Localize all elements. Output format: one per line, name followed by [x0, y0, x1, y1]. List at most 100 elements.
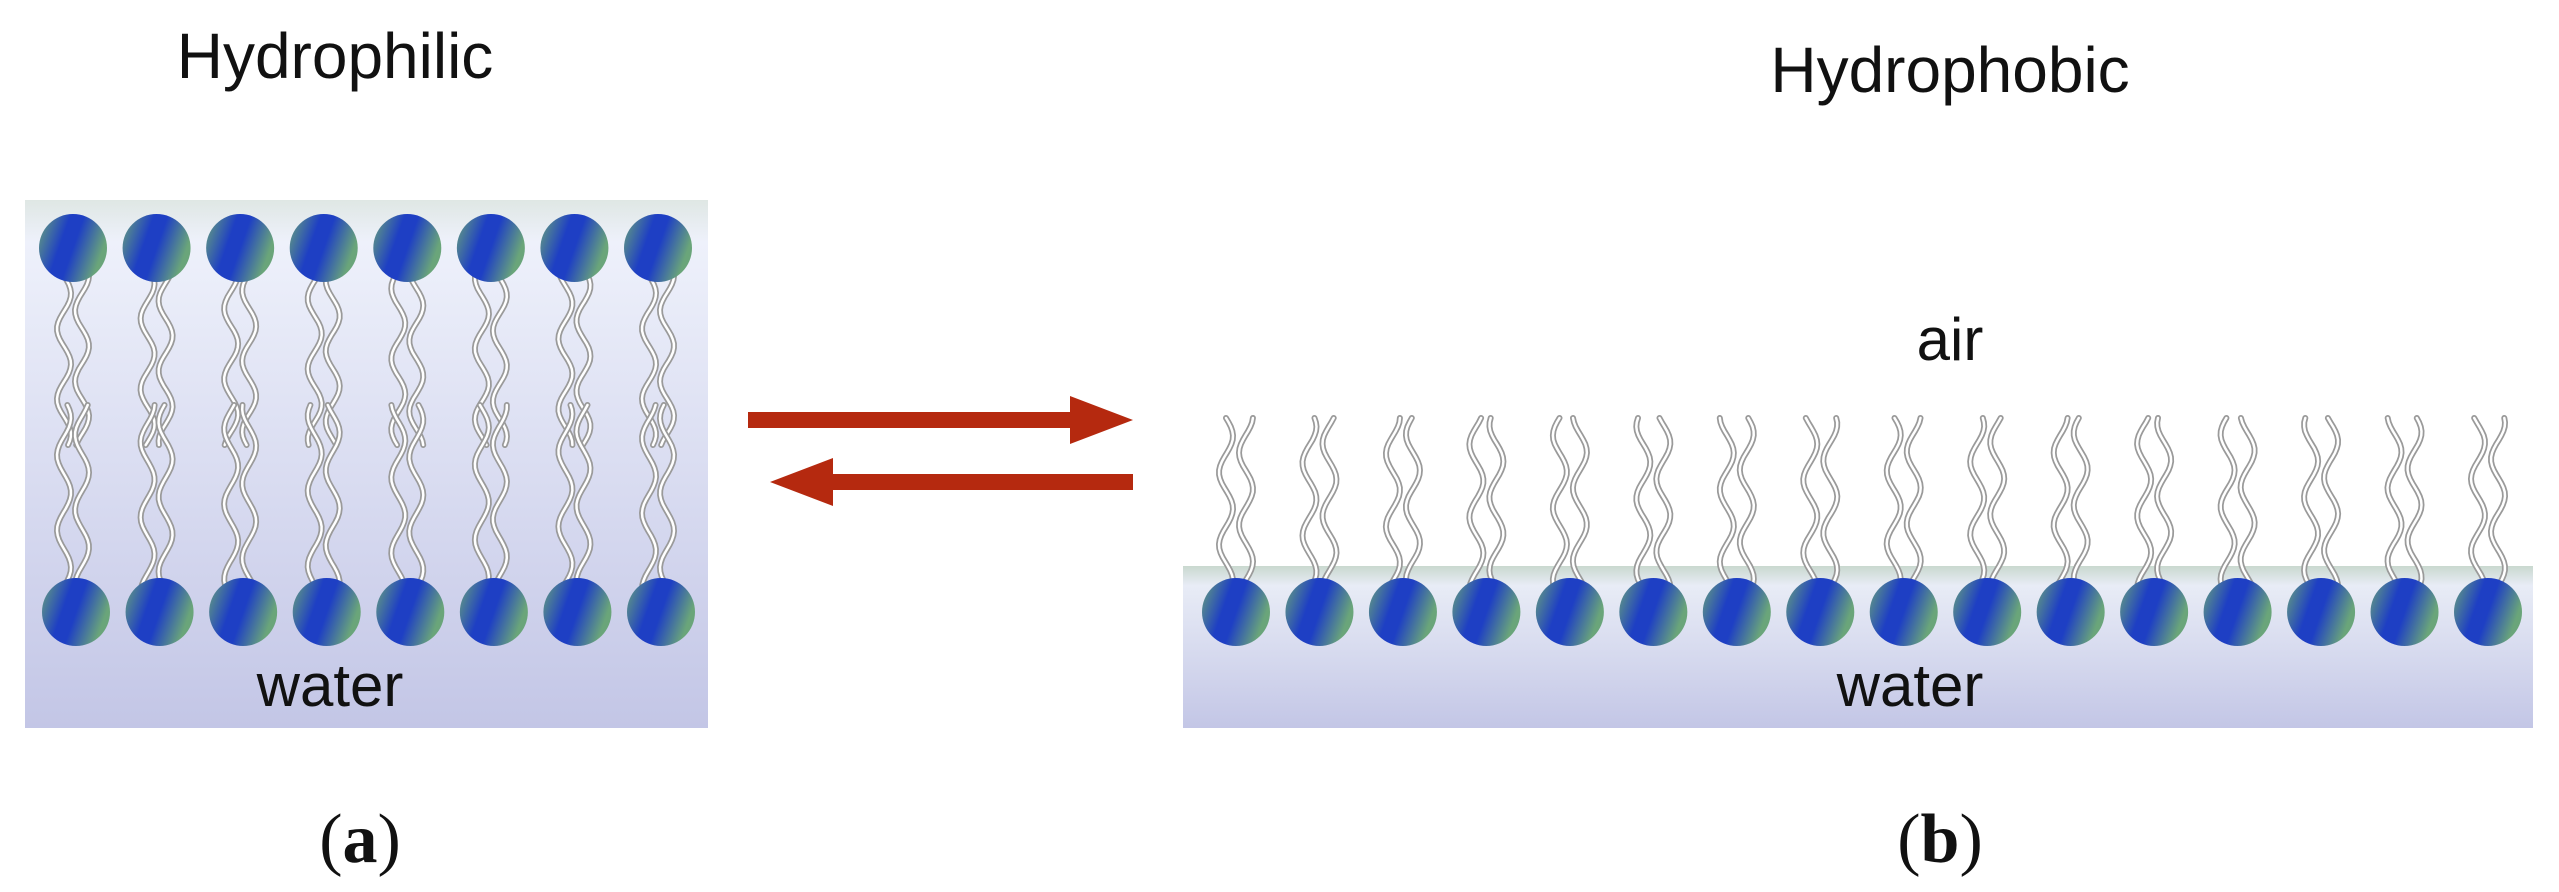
panel-a-upper-tail-highlight — [408, 274, 425, 447]
panel-a-lower-head — [627, 578, 695, 646]
panel-b-head — [2036, 578, 2105, 646]
panel-a-lower-tail-highlight — [222, 403, 240, 587]
panel-b-tail-highlight — [1551, 416, 1569, 594]
panel-b-head — [1619, 578, 1688, 646]
panel-b-tail-highlight — [1404, 416, 1422, 594]
panel-a-upper-tail-highlight — [491, 274, 509, 447]
panel-a-lower-head — [125, 578, 194, 646]
panel-b-head — [1452, 578, 1521, 646]
panel-a-lower-tail-highlight — [139, 403, 156, 587]
panel-b-tail-highlight — [1822, 416, 1839, 594]
panel-a-lower-head — [42, 578, 110, 646]
panel-a-lower-tail-highlight — [575, 403, 592, 587]
panel-a-title: Hydrophilic — [177, 20, 494, 92]
panel-a-lower-head — [292, 578, 361, 646]
panel-a-upper-head — [122, 214, 191, 282]
panel-b-caption-letter: b — [1921, 801, 1960, 878]
panel-b-head — [1202, 578, 1270, 646]
panel-b-water-label: water — [1836, 652, 1984, 719]
panel-a-upper-head — [373, 214, 442, 282]
panel-b-head — [2370, 578, 2439, 646]
panel-b-tail-highlight — [2322, 416, 2340, 594]
panel-a-lower-tail-highlight — [390, 403, 407, 587]
panel-a-upper-head — [456, 214, 525, 282]
panel-a-lower-head — [543, 578, 612, 646]
panel-b-tail-highlight — [1301, 416, 1318, 594]
forward-arrow — [748, 396, 1133, 444]
panel-b-head — [2203, 578, 2272, 646]
panel-b: Hydrophobic air water (b) — [1183, 34, 2533, 878]
panel-a-lower-tail-highlight — [157, 403, 174, 587]
panel-a-upper-tail-highlight — [658, 274, 676, 447]
panel-b-head — [2287, 578, 2356, 646]
panel-b-tail-highlight — [1384, 416, 1402, 594]
panel-b-head — [1535, 578, 1604, 646]
panel-a-upper-tail-highlight — [473, 274, 491, 447]
panel-a-caption: (a) — [319, 801, 401, 878]
panel-a: Hydrophilic water (a) — [25, 20, 708, 878]
panel-a-water-label: water — [256, 652, 404, 719]
panel-a-upper-tail-highlight — [240, 274, 258, 447]
panel-a-upper-head — [624, 214, 692, 282]
panel-b-tail-highlight — [2302, 416, 2320, 594]
panel-b-tail-highlight — [1468, 416, 1485, 594]
panel-a-lower-tail-highlight — [408, 403, 425, 587]
panel-a-upper-tail-highlight — [557, 274, 574, 447]
panel-b-tail-highlight — [2219, 416, 2236, 594]
panel-a-upper-tail-highlight — [73, 274, 91, 447]
panel-a-lower-tail-highlight — [73, 403, 91, 587]
panel-a-upper-tail-highlight — [324, 274, 341, 447]
panel-a-lower-tail-highlight — [240, 403, 258, 587]
panel-a-lower-tail-highlight — [640, 403, 658, 587]
panel-a-lower-tail-highlight — [658, 403, 676, 587]
panel-b-tail-highlight — [1802, 416, 1819, 594]
panel-b-tail-highlight — [1321, 416, 1338, 594]
panel-b-lipid-tails — [1215, 415, 2509, 595]
panel-b-tail-highlight — [1217, 416, 1235, 594]
panel-a-upper-head — [289, 214, 358, 282]
panel-b-tail-highlight — [2155, 416, 2173, 594]
panel-b-tail-highlight — [1988, 416, 2006, 594]
panel-a-lower-tail-highlight — [557, 403, 574, 587]
panel-b-tail-highlight — [1968, 416, 1986, 594]
panel-b-head — [1953, 578, 2022, 646]
panel-a-upper-head — [540, 214, 609, 282]
backward-arrow — [770, 458, 1133, 506]
panel-a-lower-tail-highlight — [473, 403, 491, 587]
panel-b-head — [2454, 578, 2522, 646]
panel-a-upper-tail-highlight — [157, 274, 174, 447]
panel-b-tail-highlight — [1718, 416, 1736, 594]
panel-b-tail-highlight — [1488, 416, 1505, 594]
panel-b-tail-highlight — [1237, 416, 1255, 594]
panel-a-lipid-heads — [39, 214, 695, 646]
panel-a-lower-tail-highlight — [324, 403, 341, 587]
panel-b-tail-highlight — [1905, 416, 1922, 594]
panel-a-lower-tail-highlight — [491, 403, 509, 587]
panel-a-upper-tail-highlight — [55, 274, 73, 447]
panel-a-lower-head — [459, 578, 528, 646]
panel-b-tail-highlight — [2239, 416, 2256, 594]
equilibrium-arrows — [748, 396, 1133, 506]
panel-b-title: Hydrophobic — [1770, 34, 2129, 106]
panel-a-upper-head — [206, 214, 275, 282]
panel-b-tail-highlight — [2386, 416, 2403, 594]
panel-a-upper-tail-highlight — [222, 274, 240, 447]
panel-a-lower-head — [376, 578, 445, 646]
panel-b-tail-highlight — [2489, 416, 2507, 594]
panel-a-lower-head — [209, 578, 278, 646]
panel-b-head — [1786, 578, 1855, 646]
panel-a-caption-letter: a — [343, 801, 378, 878]
panel-a-lipid-tails — [53, 273, 678, 588]
panel-b-lipid-heads — [1202, 578, 2522, 646]
panel-a-lower-tail-highlight — [306, 403, 323, 587]
panel-b-tail-highlight — [1571, 416, 1589, 594]
panel-b-head — [2120, 578, 2189, 646]
panel-b-tail-highlight — [2406, 416, 2423, 594]
panel-b-tail-highlight — [2052, 416, 2069, 594]
panel-b-tail-highlight — [1885, 416, 1902, 594]
panel-b-caption: (b) — [1897, 801, 1983, 878]
panel-b-head — [1702, 578, 1771, 646]
panel-b-tail — [1466, 415, 1487, 595]
panel-a-upper-tail-highlight — [575, 274, 592, 447]
